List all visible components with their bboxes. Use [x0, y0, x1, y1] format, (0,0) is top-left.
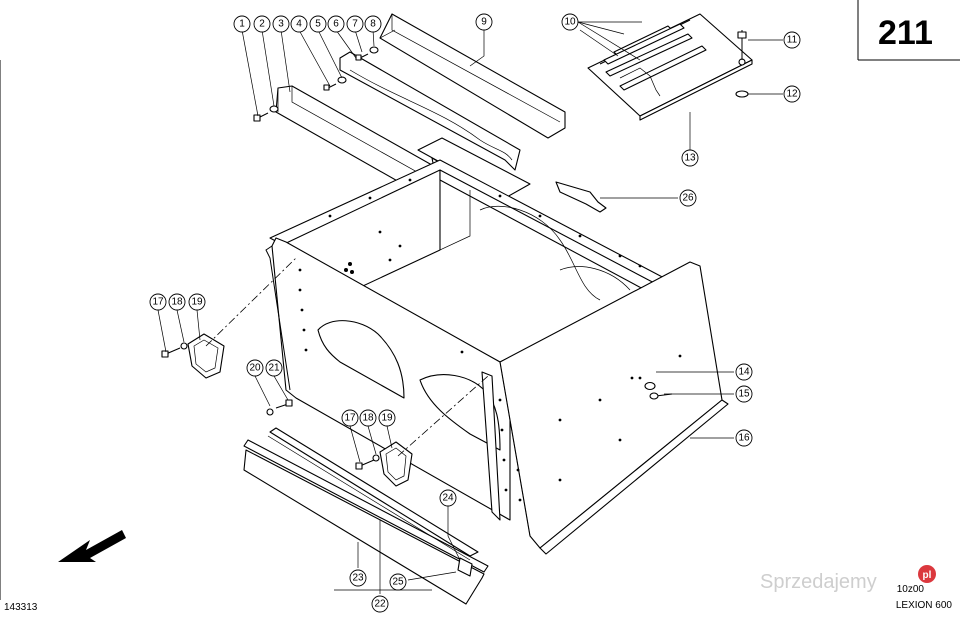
watermark: Sprzedajemy pl: [760, 565, 936, 593]
callout-24: 24: [442, 493, 454, 504]
alignment-lines: [205, 257, 489, 457]
callout-3: 3: [278, 19, 284, 30]
callout-18-center: 18: [362, 413, 374, 424]
watermark-text: Sprzedajemy: [760, 571, 877, 593]
page-number: 211: [878, 14, 933, 52]
callout-21: 21: [268, 363, 280, 374]
callout-13: 13: [684, 153, 696, 164]
callout-6: 6: [333, 19, 339, 30]
callout-17-left: 17: [152, 297, 164, 308]
callout-10: 10: [564, 17, 576, 28]
watermark-badge-icon: [918, 565, 936, 583]
callout-25: 25: [392, 577, 404, 588]
gasket-assembly-left: [161, 333, 225, 379]
gasket-assembly-center: [355, 441, 413, 487]
watermark-badge: pl: [923, 570, 932, 581]
callout-14: 14: [738, 367, 750, 378]
callout-7: 7: [352, 19, 358, 30]
callout-11: 11: [787, 35, 798, 46]
callout-5: 5: [315, 19, 321, 30]
callout-2: 2: [259, 19, 265, 30]
callout-9: 9: [481, 17, 487, 28]
main-housing: [265, 159, 729, 555]
callout-18-left: 18: [171, 297, 183, 308]
hole-pattern: [298, 178, 682, 502]
callout-19-center: 19: [381, 413, 393, 424]
callout-22: 22: [374, 599, 386, 610]
fasteners-20-21: [266, 399, 293, 416]
callout-23: 23: [352, 573, 364, 584]
callout-15: 15: [738, 389, 750, 400]
drawing-code: 10z00: [897, 584, 925, 595]
callout-17-center: 17: [344, 413, 356, 424]
callout-20: 20: [249, 363, 261, 374]
bracket-26: [555, 181, 607, 213]
model-label: LEXION 600: [896, 600, 953, 611]
page-frame: [0, 0, 960, 600]
callouts: [149, 13, 801, 613]
callout-19-left: 19: [191, 297, 203, 308]
callout-8: 8: [370, 19, 376, 30]
callout-16: 16: [738, 433, 750, 444]
cover-plate-assembly: [587, 13, 753, 121]
arrow-down-left-icon: [58, 530, 126, 562]
callout-26: 26: [682, 193, 694, 204]
side-fasteners: [644, 381, 673, 400]
top-fasteners: [253, 46, 379, 122]
callout-1: 1: [239, 19, 245, 30]
callout-12: 12: [786, 89, 798, 100]
callout-labels: 1 2 3 4 5 6 7 8 9 10 11 12 13 14 15 16 1…: [152, 17, 798, 610]
seal-strip-assembly: [243, 427, 489, 605]
callout-4: 4: [296, 19, 302, 30]
catalog-number: 143313: [4, 602, 38, 613]
